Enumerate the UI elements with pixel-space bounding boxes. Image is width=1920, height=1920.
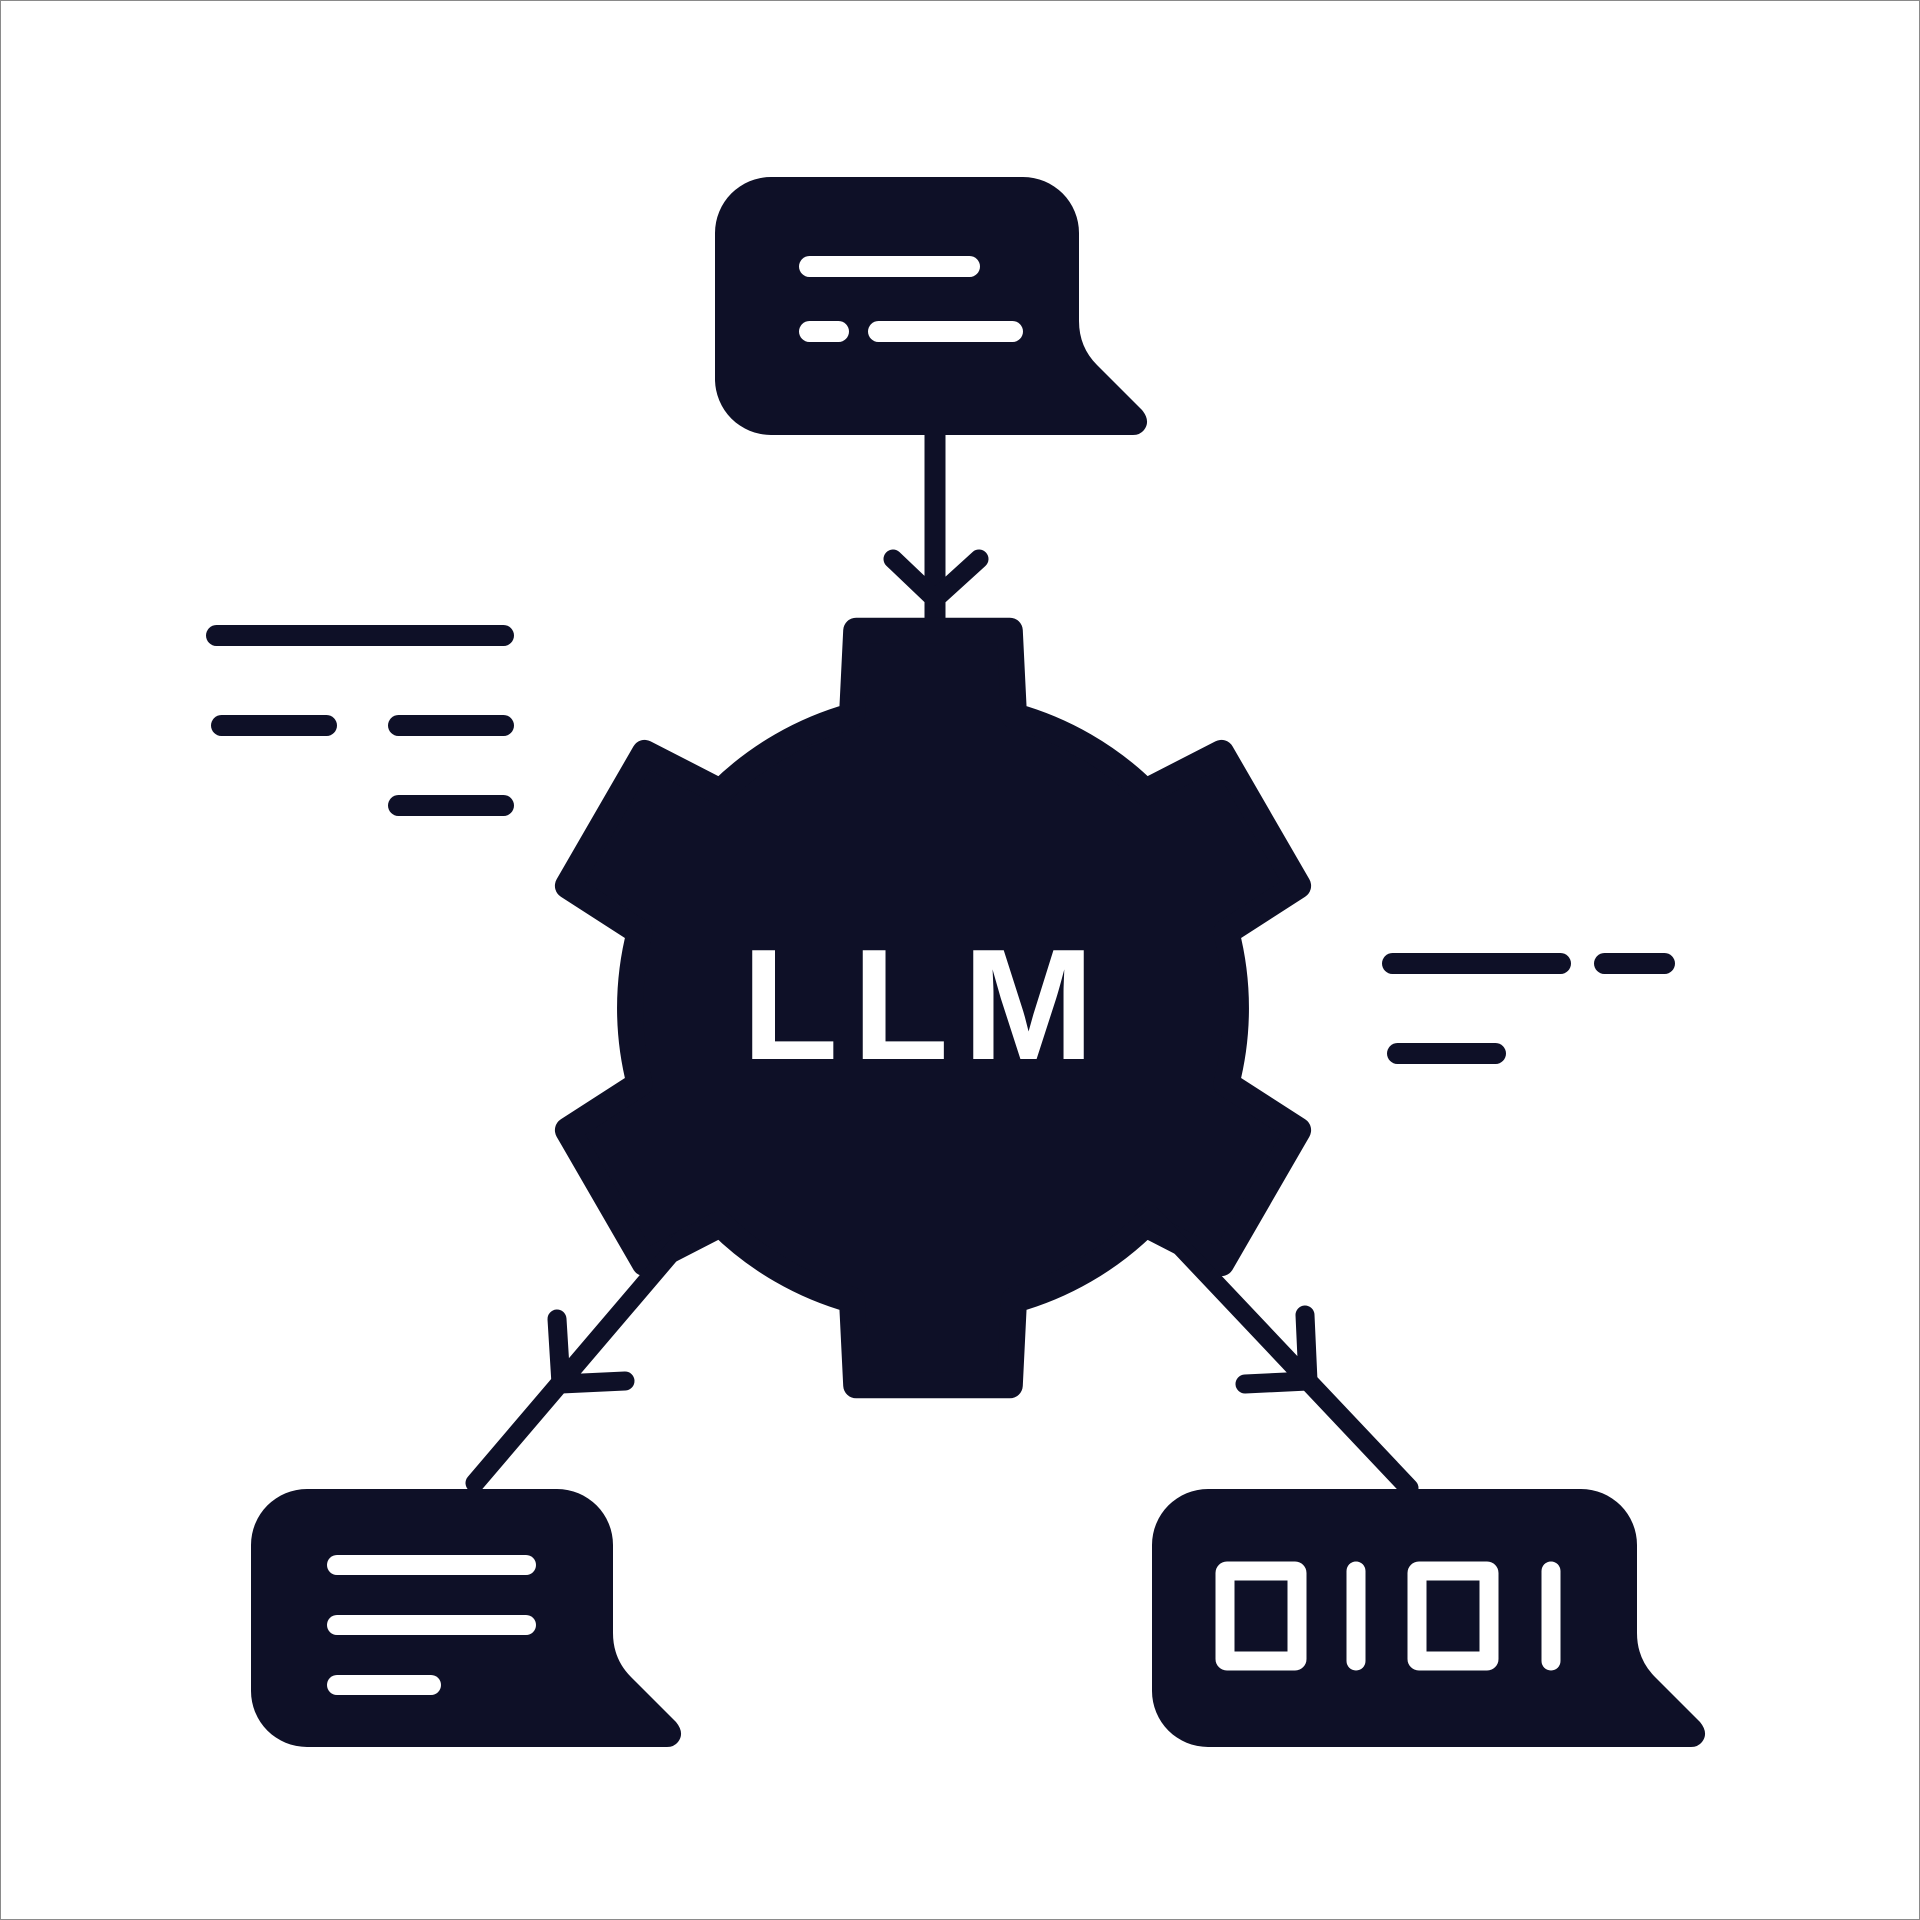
binary-digits-icon	[1215, 1561, 1561, 1671]
binary-output-bubble-shape	[1152, 1489, 1706, 1747]
left-text-lines-icon	[206, 625, 514, 816]
llm-gear-icon	[554, 617, 1312, 1399]
input-text-lines-icon	[799, 256, 1023, 342]
text-output-speech-bubble	[251, 1489, 682, 1747]
right-text-lines-icon	[1382, 953, 1675, 1064]
text-output-lines-icon	[327, 1555, 536, 1695]
binary-output-speech-bubble	[1152, 1489, 1706, 1747]
llm-to-binary-output-arrow	[1141, 1205, 1419, 1498]
llm-label: LLM	[741, 917, 1109, 1093]
llm-to-text-output-arrow	[465, 1229, 693, 1493]
gear-shape	[554, 617, 1312, 1399]
input-speech-bubble	[715, 177, 1148, 435]
input-bubble-shape	[715, 177, 1148, 435]
